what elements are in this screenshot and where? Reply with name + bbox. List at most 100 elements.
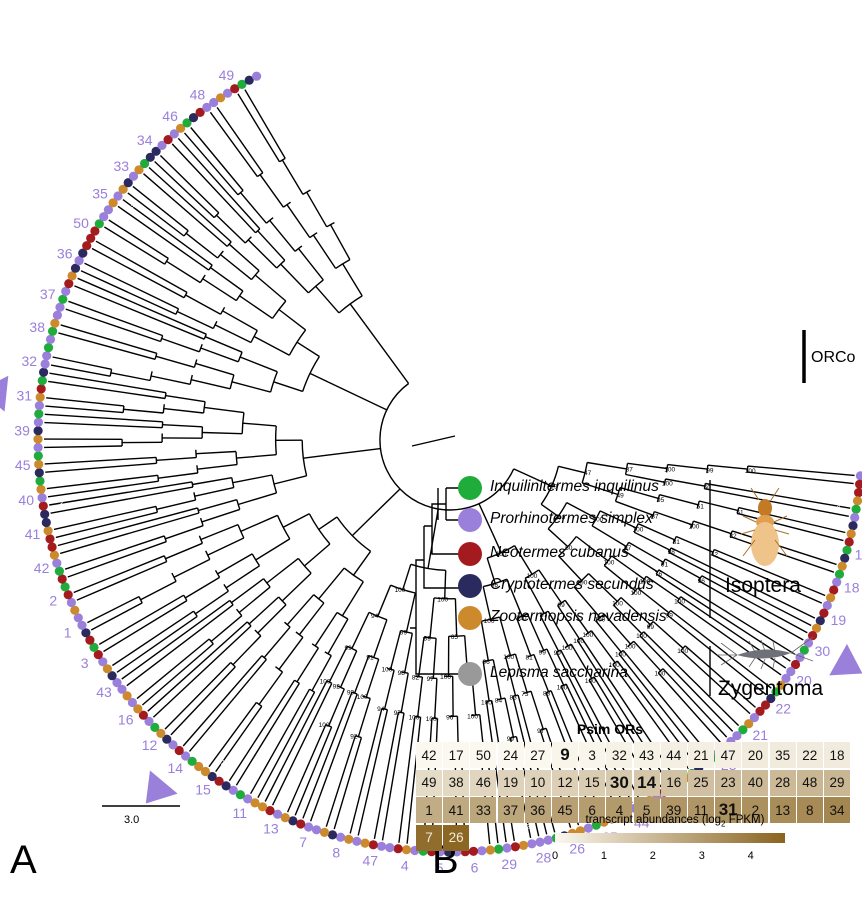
tree-branch — [45, 462, 157, 473]
tip-dot — [368, 840, 378, 850]
tree-branch — [615, 500, 654, 516]
tree-branch — [184, 576, 220, 599]
tip-dot — [70, 263, 81, 273]
tree-branch-arc — [483, 659, 494, 663]
tree-branch-arc — [212, 320, 218, 329]
tree-branch — [48, 380, 166, 400]
tree-branch — [711, 554, 823, 604]
tree-branch — [713, 548, 826, 597]
bootstrap-value: 99 — [554, 650, 562, 657]
heatmap-cell: 23 — [715, 769, 742, 796]
or-label: 47 — [363, 853, 379, 869]
heatmap-cell: 19 — [497, 769, 524, 796]
tree-branch — [282, 513, 310, 528]
tip-dot — [235, 790, 245, 800]
tree-branch — [117, 205, 210, 271]
bootstrap-value: 100 — [516, 615, 527, 622]
or-label: 36 — [57, 246, 73, 262]
tree-branch — [132, 185, 189, 232]
tree-branch — [257, 230, 286, 261]
heatmap-cell: 6 — [579, 797, 606, 823]
bootstrap-value: 100 — [437, 597, 448, 604]
tree-branch — [286, 724, 327, 813]
or-label: 20 — [796, 673, 812, 689]
tree-branch-arc — [288, 329, 307, 356]
tree-branch — [46, 397, 124, 407]
tip-dot — [228, 785, 238, 795]
bootstrap-value: 100 — [319, 722, 330, 729]
tree-branch — [249, 688, 311, 795]
or-label: 32 — [22, 353, 38, 369]
tip-dot — [182, 118, 192, 128]
bootstrap-value: 100 — [677, 648, 688, 655]
legend-swatch-zootermopsis — [458, 606, 482, 630]
tree-branch — [637, 523, 675, 541]
tree-branch-arc — [229, 599, 234, 606]
or-label: 8 — [332, 845, 340, 861]
tip-dot — [195, 107, 205, 117]
tree-branch-arc — [624, 463, 629, 475]
or-label: 1 — [64, 625, 72, 641]
tree-branch — [183, 132, 239, 196]
tree-branch — [406, 717, 422, 844]
or-label: 38 — [29, 319, 45, 335]
tree-branch-arc — [632, 587, 639, 595]
tree-branch — [84, 262, 179, 310]
or-label: 37 — [40, 286, 56, 302]
tree-branch — [383, 670, 395, 710]
bootstrap-value: 99 — [550, 484, 558, 491]
tree-branch — [116, 615, 198, 673]
tip-dot — [90, 226, 100, 236]
tree-branch-arc — [302, 189, 311, 196]
tip-dot — [319, 827, 330, 838]
or-label: 45 — [15, 457, 31, 473]
tree-branch-arc — [547, 502, 568, 530]
tree-branch — [504, 656, 517, 696]
tree-branch — [280, 263, 309, 294]
tree-branch — [156, 456, 197, 461]
tree-branch — [705, 482, 851, 509]
tree-branch — [171, 143, 257, 234]
bootstrap-value: 99 — [557, 602, 565, 609]
tree-branch-arc — [223, 584, 229, 592]
tree-branch — [58, 332, 156, 360]
tree-branch-arc — [294, 245, 303, 252]
tree-branch — [240, 514, 278, 533]
tree-branch — [303, 454, 325, 459]
tree-branch — [645, 575, 680, 600]
tree-branch-arc — [496, 697, 506, 701]
tip-dot — [85, 635, 95, 645]
tree-branch — [427, 549, 432, 569]
tip-dot — [168, 740, 178, 750]
tree-branch — [593, 676, 662, 788]
tree-branch-arc — [558, 536, 577, 557]
bootstrap-value: 97 — [394, 710, 402, 717]
tip-dot — [99, 212, 109, 222]
heatmap-cell: 8 — [796, 797, 823, 823]
bootstrap-value: 100 — [467, 713, 478, 720]
colorbar-tick: 3 — [698, 850, 705, 862]
tip-dot — [336, 832, 346, 842]
tree-branch — [294, 726, 333, 816]
tip-dot — [376, 841, 387, 851]
tip-dot — [826, 593, 836, 603]
tree-branch — [200, 523, 239, 541]
bootstrap-value: 100 — [562, 645, 573, 652]
tip-dot — [103, 205, 113, 215]
bootstrap-value: 100 — [625, 644, 636, 651]
or-label: 43 — [96, 684, 112, 700]
tree-branch — [164, 662, 232, 730]
tree-branch — [599, 510, 637, 529]
bootstrap-value: 65 — [451, 634, 459, 641]
tip-dot — [771, 687, 781, 697]
tree-branch — [281, 572, 312, 602]
tree-branch — [404, 633, 413, 673]
tree-branch — [737, 512, 844, 542]
heatmap-cell: 42 — [416, 742, 442, 768]
tree-branch — [637, 587, 670, 614]
tree-branch — [210, 615, 243, 642]
tree-branch — [432, 638, 437, 679]
tip-dot — [494, 844, 504, 854]
tree-branch — [112, 610, 194, 667]
tip-dot — [35, 476, 45, 486]
